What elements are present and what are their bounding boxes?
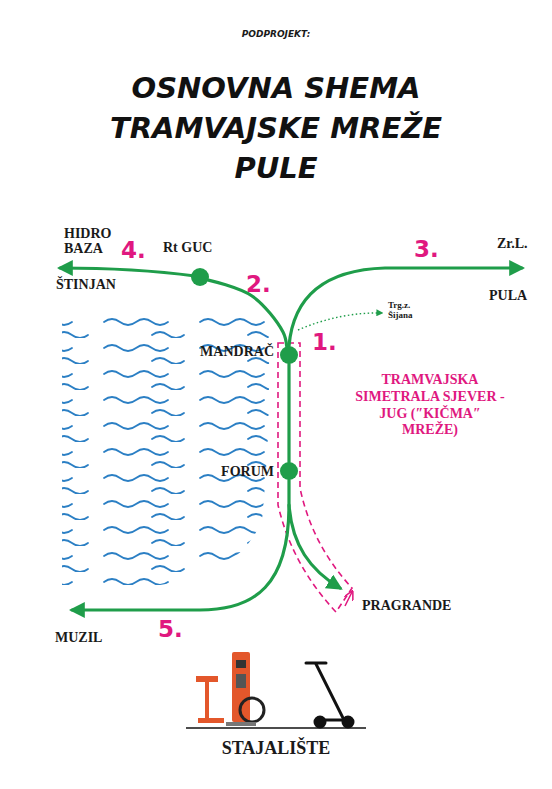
terminus-label: HIDRO BAZA (64, 226, 124, 257)
stop-name: MANDRAČ (200, 344, 274, 360)
callout-number: 1. (312, 330, 337, 355)
terminus-label: Zr.L. (497, 236, 528, 251)
tram-stop: MANDRAČ (280, 346, 298, 364)
terminus-label: PULA (489, 288, 527, 303)
stop-name: Rt GUC (163, 240, 212, 256)
ground-line (186, 727, 366, 729)
stop-name: FORUM (221, 464, 274, 480)
stop-caption: STAJALIŠTE (222, 739, 331, 759)
diagram-title: OSNOVNA SHEMA TRAMVAJSKE MREŽE PULE (96, 68, 456, 188)
line-muzil (72, 480, 289, 610)
branch-sijana (298, 313, 382, 330)
charging-station (196, 652, 264, 726)
callout-number: 5. (158, 617, 183, 642)
spine-note: TRAMVAJSKA SIMETRALA SJEVER - JUG (″KIČM… (355, 372, 505, 439)
callout-number: 2. (246, 272, 271, 297)
subproject-label: PODPROJEKT: (242, 30, 311, 40)
tram-line (287, 364, 290, 462)
line-pragrande (289, 505, 340, 588)
e-scooter (306, 663, 353, 727)
line-stinjan (60, 268, 195, 276)
callout-number: 4. (121, 238, 146, 263)
terminus-label: ŠTINJAN (56, 277, 116, 292)
tram-stop: FORUM (280, 462, 298, 480)
tram-stop: Rt GUC (191, 268, 209, 286)
bracket-arrow (345, 592, 352, 606)
stop-label: Trg.z. Šijana (388, 301, 428, 321)
spine-bracket (278, 343, 352, 612)
terminus-label: MUZIL (55, 630, 102, 645)
callout-number: 3. (414, 237, 439, 262)
terminus-label: PRAGRANDE (362, 598, 451, 613)
